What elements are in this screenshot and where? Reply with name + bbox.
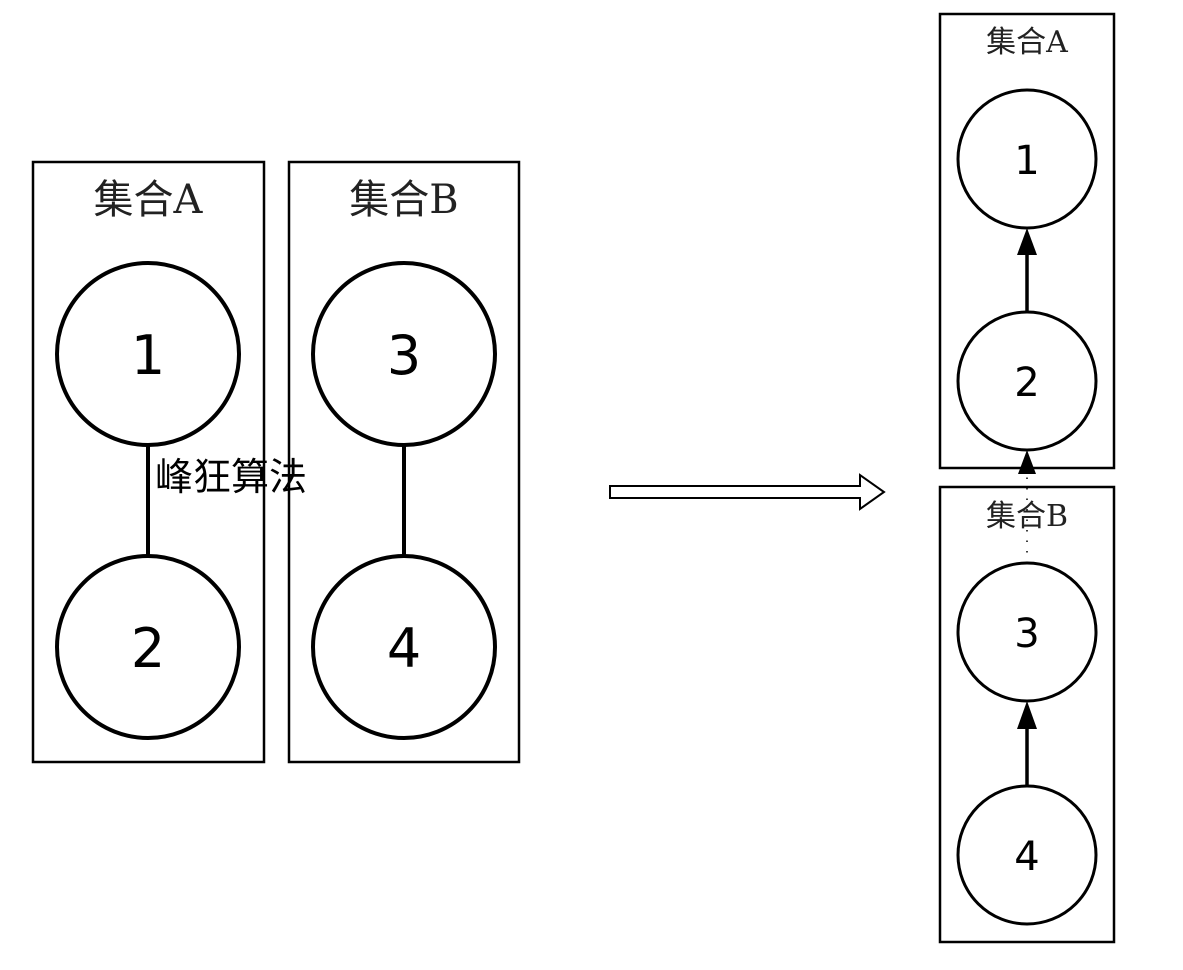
left-set-a-label: 集合A [94, 177, 204, 223]
right-node-4-circle [956, 784, 1098, 926]
left-node-3: 3 [311, 261, 497, 447]
right-node-1-circle [956, 88, 1098, 230]
right-node-3: 3 [956, 561, 1098, 703]
left-node-4: 4 [311, 554, 497, 740]
right-set-a-label: 集合A [986, 25, 1068, 60]
left-node-4-circle [311, 554, 497, 740]
right-node-1-label: 1 [1014, 138, 1039, 184]
left-diagram: 集合A 1 2 集合B 3 4 [31, 160, 521, 764]
transform-arrow-icon [609, 473, 886, 511]
left-node-4-label: 4 [387, 617, 421, 680]
left-set-a: 集合A 1 2 [31, 160, 266, 764]
right-node-4-label: 4 [1014, 834, 1039, 880]
right-arrowhead-4-3-icon [1017, 701, 1037, 729]
right-arrowhead-2-1-icon [1017, 228, 1037, 255]
right-node-1: 1 [956, 88, 1098, 230]
right-arrowhead-3-2-icon [1018, 450, 1036, 474]
left-node-1: 1 [55, 261, 241, 447]
right-node-3-label: 3 [1014, 611, 1039, 657]
left-node-1-label: 1 [131, 324, 165, 387]
right-set-a: 集合A 1 2 [938, 12, 1116, 470]
left-node-3-label: 3 [387, 324, 421, 387]
left-set-b-label: 集合B [349, 177, 458, 223]
right-set-b: 集合B 3 4 [938, 485, 1116, 944]
right-node-4: 4 [956, 784, 1098, 926]
right-diagram: 集合A 1 2 集合B 3 4 [938, 12, 1116, 944]
right-set-b-label: 集合B [986, 499, 1068, 534]
algorithm-caption: 峰狂算法 [155, 455, 307, 499]
left-node-1-circle [55, 261, 241, 447]
left-node-2-circle [55, 554, 241, 740]
right-node-2: 2 [956, 310, 1098, 452]
right-node-2-label: 2 [1014, 360, 1039, 406]
left-node-3-circle [311, 261, 497, 447]
left-node-2: 2 [55, 554, 241, 740]
left-node-2-label: 2 [131, 617, 165, 680]
left-set-b: 集合B 3 4 [287, 160, 521, 764]
